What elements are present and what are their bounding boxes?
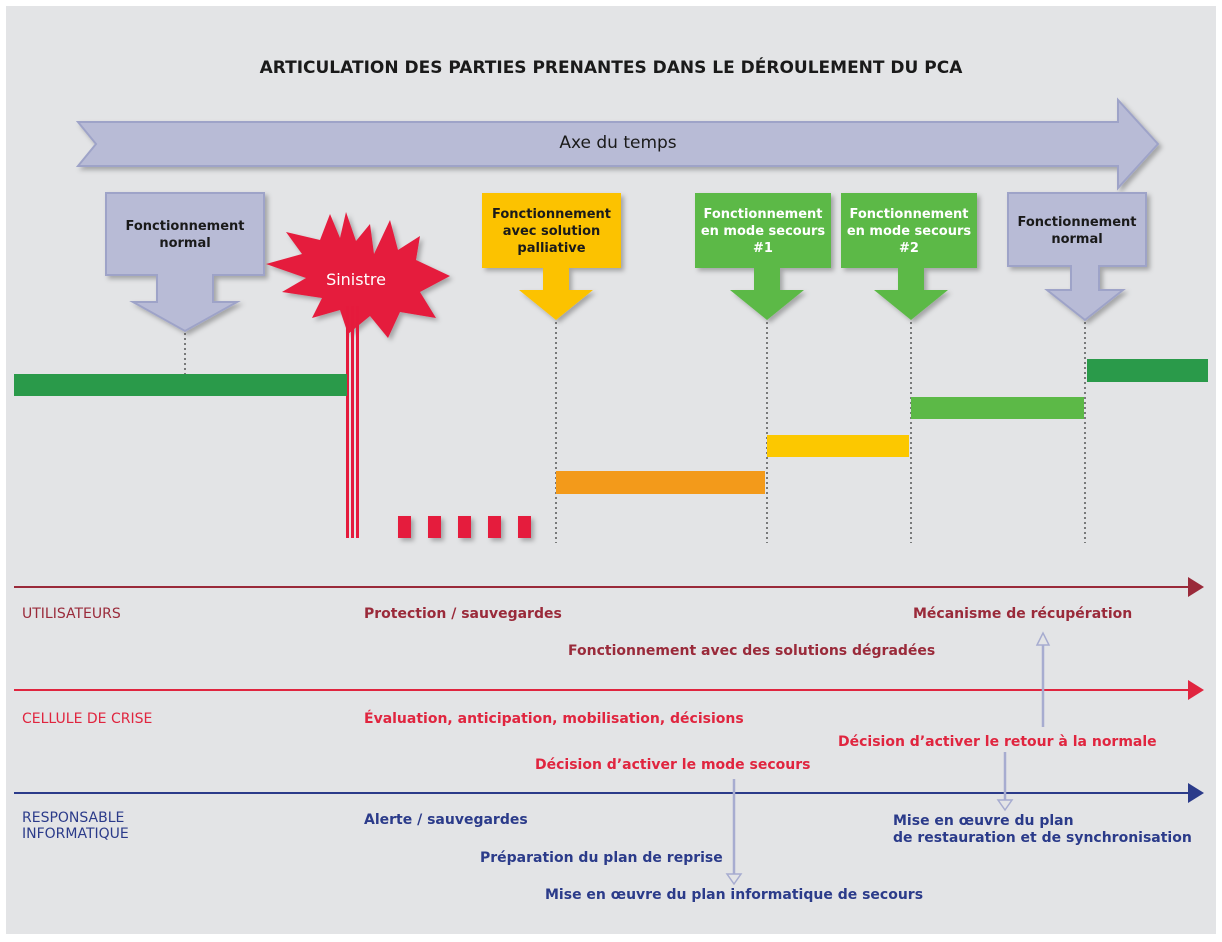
interruption-dashes: [398, 516, 531, 538]
responsable-item-alerte: Alerte / sauvegardes: [364, 812, 528, 828]
sinistre-burst: [266, 212, 450, 338]
responsable-item-preparation: Préparation du plan de reprise: [480, 850, 723, 866]
level-palliative: [556, 471, 765, 494]
phase-normal-1-label: Fonctionnement normal: [125, 219, 245, 251]
service-level-bars: [14, 359, 1208, 494]
level-secours-1: [767, 435, 909, 457]
level-normal-before: [14, 374, 347, 396]
cellule-item-evaluation: Évaluation, anticipation, mobilisation, …: [364, 711, 744, 727]
cellule-item-mode-secours: Décision d’activer le mode secours: [535, 757, 811, 773]
lane-responsable-name-2: INFORMATIQUE: [22, 826, 129, 842]
time-axis-arrow: [75, 97, 1160, 191]
phase-secours-1-label: Fonctionnement en mode secours #1: [700, 207, 826, 256]
lane-cellule-name: CELLULE DE CRISE: [22, 711, 153, 727]
cellule-item-retour-normale: Décision d’activer le retour à la normal…: [838, 734, 1157, 750]
phase-secours-1-callout: [695, 193, 831, 320]
phase-secours-2-callout: [841, 193, 977, 320]
phase-normal-2-callout: [1007, 192, 1147, 322]
connector-arrows: [725, 631, 1051, 886]
responsable-plan-restauration-2: de restauration et de synchronisation: [893, 830, 1192, 846]
level-normal-after: [1087, 359, 1208, 382]
phase-sinistre-label: Sinistre: [326, 270, 386, 289]
lane-responsable-name-1: RESPONSABLE: [22, 810, 125, 826]
utilisateurs-item-protection: Protection / sauvegardes: [364, 606, 562, 622]
phase-normal-2-label: Fonctionnement normal: [1017, 215, 1137, 247]
phase-palliative-callout: [482, 193, 621, 320]
phase-palliative-label: Fonctionnement avec solution palliative: [491, 207, 611, 256]
responsable-item-plan-secours: Mise en œuvre du plan informatique de se…: [545, 887, 924, 903]
lane-utilisateurs-name: UTILISATEURS: [22, 606, 121, 622]
sinistre-lines: [346, 306, 359, 538]
dotted-guides: [184, 322, 1086, 543]
page-title: ARTICULATION DES PARTIES PRENANTES DANS …: [259, 58, 963, 78]
level-secours-2: [911, 397, 1084, 419]
utilisateurs-item-degradees: Fonctionnement avec des solutions dégrad…: [568, 643, 936, 659]
lane-arrow-cellule: [14, 680, 1204, 700]
phase-secours-2-label: Fonctionnement en mode secours #2: [846, 207, 972, 256]
responsable-plan-restauration-1: Mise en œuvre du plan: [893, 813, 1074, 829]
phase-normal-1-callout: [105, 192, 265, 333]
time-axis-label: Axe du temps: [559, 133, 677, 153]
utilisateurs-item-recuperation: Mécanisme de récupération: [913, 606, 1133, 622]
lane-arrow-responsable: [14, 783, 1204, 803]
lane-arrow-utilisateurs: [14, 577, 1204, 597]
